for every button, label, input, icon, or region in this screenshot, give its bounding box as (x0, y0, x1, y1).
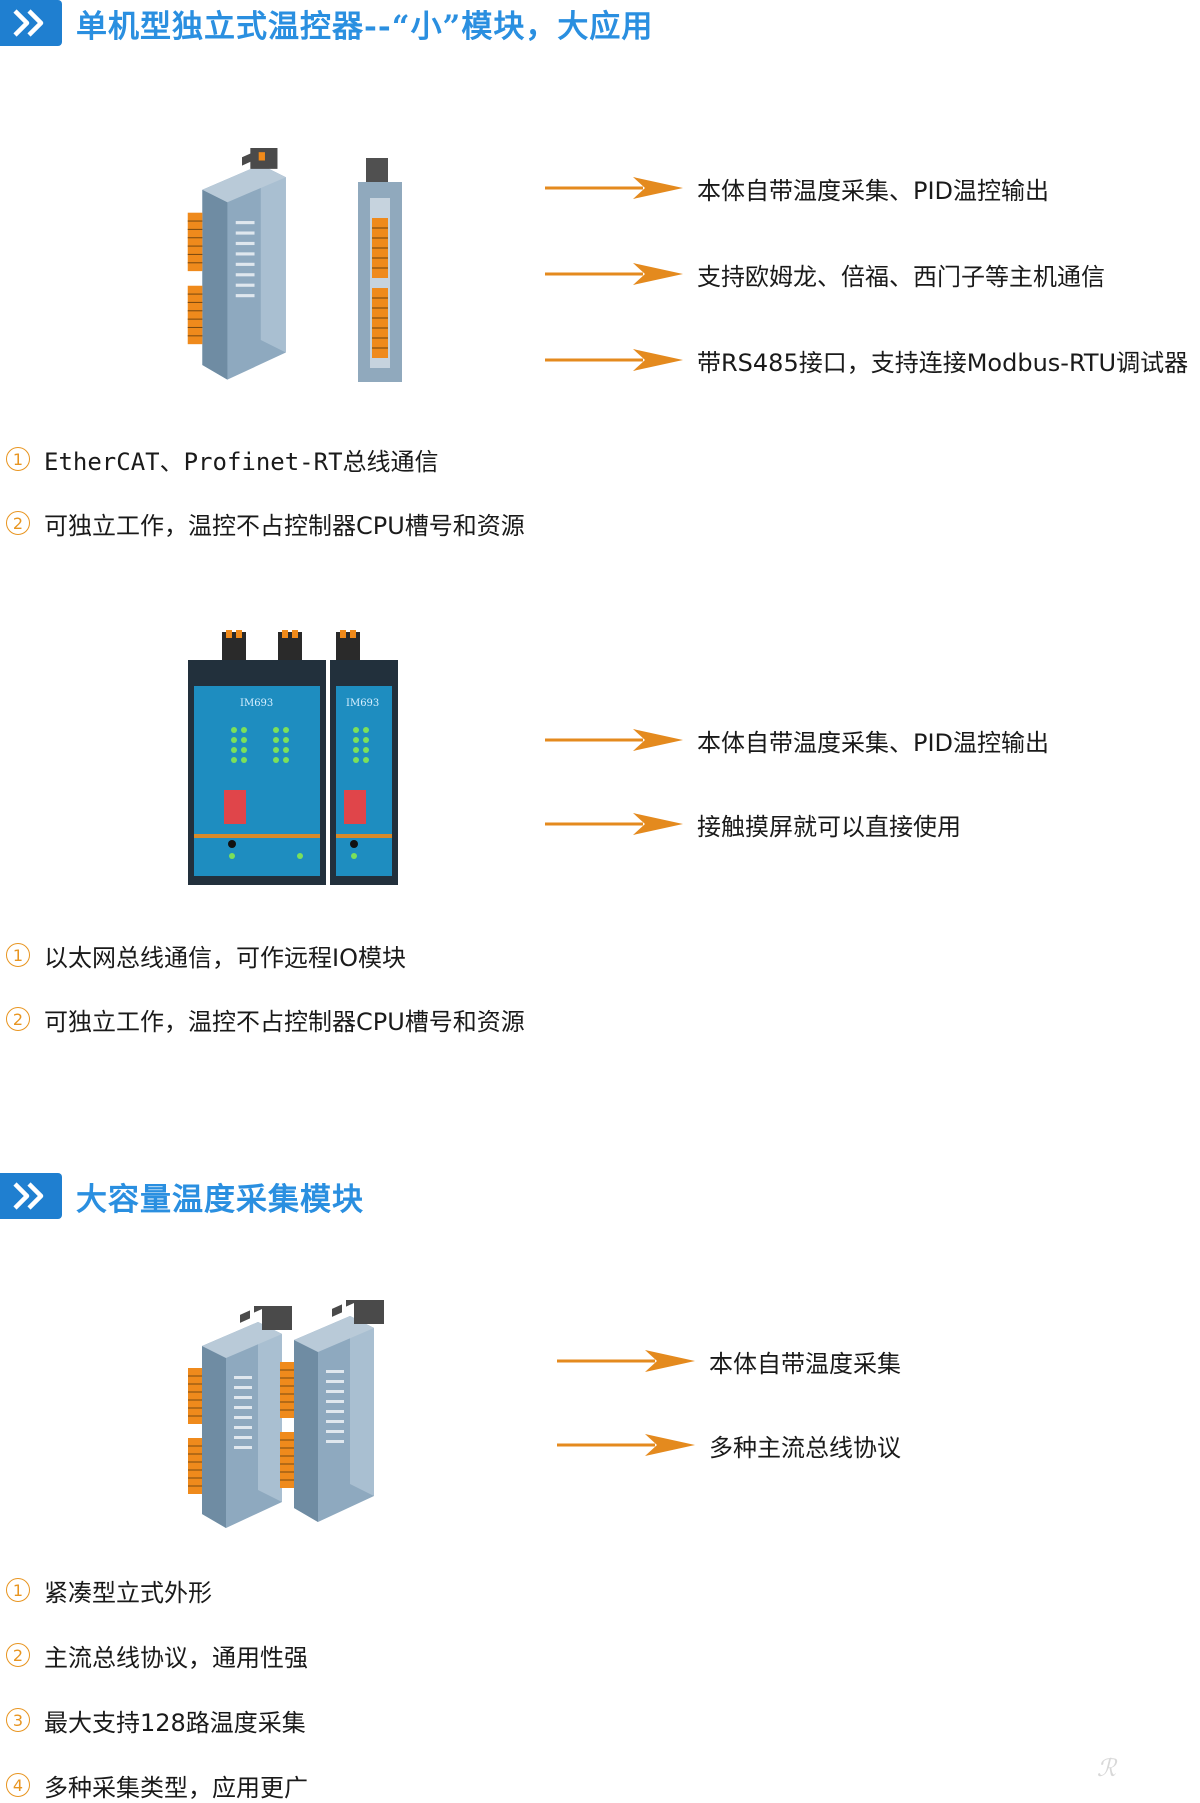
section-title: 单机型独立式温控器--“小”模块，大应用 (76, 8, 654, 45)
orange-arrow-icon (557, 1430, 697, 1460)
orange-arrow-icon (545, 345, 685, 375)
list-item: 1 以太网总线通信，可作远程IO模块 (6, 937, 406, 973)
list-item: 3 最大支持128路温度采集 (6, 1702, 306, 1738)
orange-arrow-icon (545, 259, 685, 289)
device-label: IM693 (346, 698, 380, 709)
orange-arrow-icon (545, 809, 685, 839)
circled-number: 1 (6, 1578, 30, 1602)
feature-item: 本体自带温度采集、PID温控输出 (545, 720, 1049, 760)
circled-number: 2 (6, 1643, 30, 1667)
list-item: 1 EtherCAT、Profinet-RT总线通信 (6, 441, 439, 477)
feature-item: 带RS485接口，支持连接Modbus-RTU调试器 (545, 340, 1188, 380)
list-item: 4 多种采集类型，应用更广 (6, 1767, 308, 1803)
circled-number: 2 (6, 1007, 30, 1031)
product-image-im693-modules: IM693 IM693 (188, 630, 398, 885)
circled-number: 1 (6, 943, 30, 967)
list-item: 2 主流总线协议，通用性强 (6, 1637, 308, 1673)
circled-number: 2 (6, 511, 30, 535)
circled-number: 1 (6, 447, 30, 471)
orange-arrow-icon (545, 173, 685, 203)
list-item: 2 可独立工作，温控不占控制器CPU槽号和资源 (6, 505, 525, 541)
device-label: IM693 (240, 698, 274, 709)
double-chevron-right-icon (0, 1173, 62, 1219)
product-image-temperature-controller (162, 148, 322, 388)
feature-item: 多种主流总线协议 (557, 1425, 901, 1465)
section-header-1: 单机型独立式温控器--“小”模块，大应用 (0, 0, 653, 46)
section-title: 大容量温度采集模块 (76, 1181, 364, 1218)
circled-number: 4 (6, 1773, 30, 1797)
watermark-logo: ℛ (1096, 1754, 1116, 1782)
product-image-temperature-controller-side (350, 158, 410, 388)
feature-item: 本体自带温度采集 (557, 1341, 901, 1381)
orange-arrow-icon (557, 1346, 697, 1376)
feature-item: 接触摸屏就可以直接使用 (545, 804, 961, 844)
product-image-temperature-acquisition-modules (170, 1300, 420, 1540)
double-chevron-right-icon (0, 0, 62, 46)
list-item: 2 可独立工作，温控不占控制器CPU槽号和资源 (6, 1001, 525, 1037)
feature-item: 本体自带温度采集、PID温控输出 (545, 168, 1049, 208)
feature-item: 支持欧姆龙、倍福、西门子等主机通信 (545, 254, 1105, 294)
orange-arrow-icon (545, 725, 685, 755)
circled-number: 3 (6, 1708, 30, 1732)
section-header-2: 大容量温度采集模块 (0, 1173, 364, 1219)
list-item: 1 紧凑型立式外形 (6, 1572, 212, 1608)
